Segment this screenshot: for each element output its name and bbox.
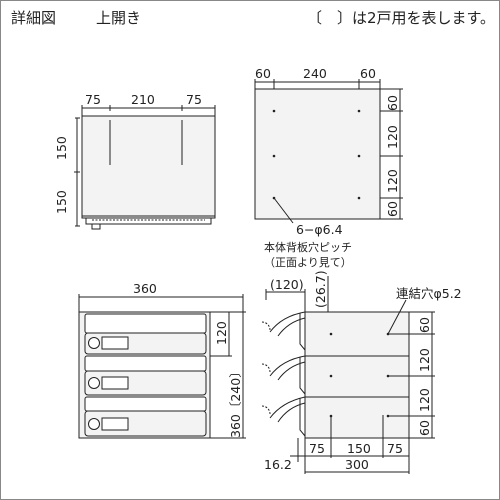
unit-front-boxes: [84, 313, 207, 437]
back-height-2: 120: [385, 125, 400, 149]
back-holes: [272, 109, 361, 200]
side-height-2: 120: [417, 348, 432, 372]
note-text: 〔 〕は2戸用を表します。: [307, 9, 496, 27]
hole-caption-1: 本体背板穴ピッチ: [264, 240, 352, 254]
back-height-3: 120: [385, 169, 400, 193]
side-depth-label: 300: [345, 457, 369, 472]
subtitle-text: 上開き: [96, 9, 142, 27]
unit-side: [265, 276, 435, 474]
unit-side-holes: [329, 332, 390, 418]
side-height-3: 120: [417, 388, 432, 412]
front-width-2: 210: [131, 92, 155, 107]
unit-pitch-label: 120: [214, 321, 229, 345]
side-offset-label: 16.2: [264, 457, 292, 472]
back-height-1: 60: [385, 95, 400, 111]
front-height-1: 150: [54, 136, 69, 160]
link-hole-label: 連結穴φ5.2: [396, 286, 462, 301]
side-height-1: 60: [417, 317, 432, 333]
front-view: [74, 105, 216, 230]
unit-height-label: 360〔240〕: [228, 365, 243, 438]
hole-caption-2: （正面より見て）: [264, 256, 352, 269]
side-depth-offset: (26.7): [313, 270, 328, 308]
side-height-4: 60: [417, 420, 432, 436]
back-width-3: 60: [360, 66, 376, 81]
side-top-offset: (120): [270, 277, 304, 292]
side-bottom-width-3: 75: [387, 441, 403, 456]
hole-spec-label: 6−φ6.4: [296, 222, 343, 237]
side-bottom-width-2: 150: [347, 441, 371, 456]
unit-side-lids: [261, 311, 306, 437]
back-view: [254, 79, 403, 224]
front-width-1: 75: [85, 92, 101, 107]
front-height-2: 150: [54, 190, 69, 214]
back-width-2: 240: [303, 66, 327, 81]
side-bottom-width-1: 75: [309, 441, 325, 456]
back-height-4: 60: [385, 201, 400, 217]
unit-width-label: 360: [133, 281, 157, 296]
title-text: 詳細図: [11, 9, 57, 27]
back-width-1: 60: [255, 66, 271, 81]
front-width-3: 75: [186, 92, 202, 107]
